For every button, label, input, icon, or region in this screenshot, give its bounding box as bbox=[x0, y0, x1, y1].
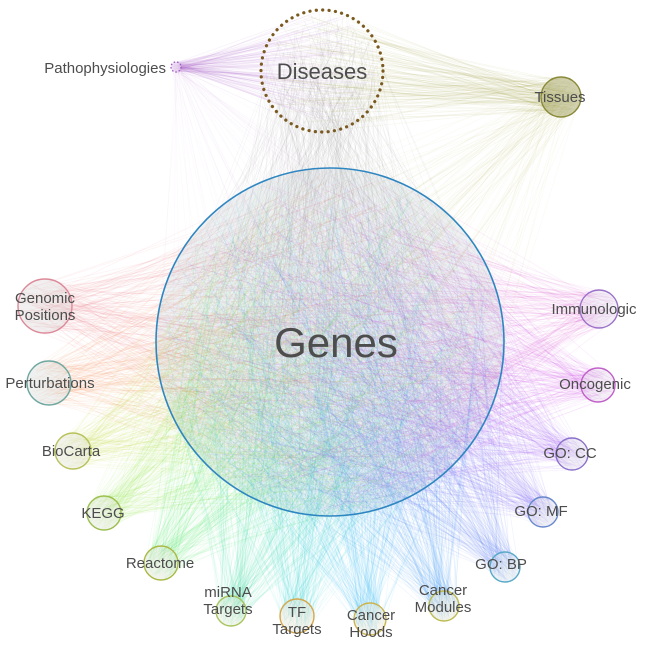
node-oncogenic[interactable] bbox=[580, 367, 616, 403]
edges-go_mf-to-genes bbox=[170, 189, 558, 527]
genes-fill bbox=[156, 168, 504, 516]
label-pathophysiologies: Pathophysiologies bbox=[44, 60, 166, 77]
edges-genomic_positions-to-genes bbox=[18, 169, 494, 510]
edges-go_bp-to-genes bbox=[159, 177, 520, 582]
node-go_mf[interactable] bbox=[527, 496, 559, 528]
node-genomic_positions[interactable] bbox=[17, 278, 73, 334]
edges-tissues-to-diseases bbox=[262, 11, 581, 132]
edges-reactome-to-genes bbox=[144, 177, 503, 580]
genes-node[interactable] bbox=[155, 167, 505, 517]
node-immunologic[interactable] bbox=[579, 289, 619, 329]
edges-immunologic-to-genes bbox=[162, 179, 617, 510]
label-oncogenic: Oncogenic bbox=[559, 376, 631, 393]
label-kegg: KEGG bbox=[81, 505, 124, 522]
diseases-node[interactable] bbox=[259, 8, 385, 134]
node-go_cc[interactable] bbox=[555, 437, 589, 471]
node-perturbations[interactable] bbox=[26, 360, 72, 406]
node-cancer_hoods[interactable] bbox=[353, 602, 387, 636]
genes-label: Genes bbox=[274, 319, 398, 366]
edges-pathophysiologies-to-genes bbox=[156, 62, 504, 513]
label-biocarta: BioCarta bbox=[42, 443, 101, 460]
node-cancer_modules[interactable] bbox=[428, 590, 460, 622]
edges-oncogenic-to-genes bbox=[156, 172, 615, 512]
label-tissues: Tissues bbox=[534, 89, 585, 106]
node-pathophysiologies[interactable] bbox=[170, 61, 182, 73]
label-go_bp: GO: BP bbox=[475, 556, 527, 573]
label-perturbations: Perturbations bbox=[5, 375, 94, 392]
edges-mirna_targets-to-genes bbox=[156, 189, 497, 627]
node-go_bp[interactable] bbox=[489, 551, 521, 583]
node-reactome[interactable] bbox=[143, 545, 179, 581]
label-immunologic: Immunologic bbox=[551, 301, 637, 318]
edges-biocarta-to-genes bbox=[56, 182, 501, 496]
edges-perturbations-to-genes bbox=[28, 170, 500, 507]
label-reactome: Reactome bbox=[126, 555, 194, 572]
edges-tf_targets-to-genes bbox=[163, 177, 501, 633]
edge-bundles bbox=[18, 11, 617, 635]
label-go_cc: GO: CC bbox=[543, 445, 597, 462]
label-go_mf: GO: MF bbox=[514, 503, 567, 520]
edges-go_cc-to-genes bbox=[165, 190, 588, 511]
node-kegg[interactable] bbox=[86, 495, 122, 531]
node-mirna_targets[interactable] bbox=[215, 595, 247, 627]
edges-kegg-to-genes bbox=[87, 170, 503, 530]
node-tf_targets[interactable] bbox=[279, 598, 315, 634]
node-biocarta[interactable] bbox=[54, 432, 92, 470]
node-tissues[interactable] bbox=[540, 76, 582, 118]
edges-cancer_hoods-to-genes bbox=[159, 169, 503, 635]
diseases-label: Diseases bbox=[277, 59, 367, 84]
edges-diseases-to-genes bbox=[160, 11, 500, 505]
edges-cancer_modules-to-genes bbox=[176, 183, 490, 621]
